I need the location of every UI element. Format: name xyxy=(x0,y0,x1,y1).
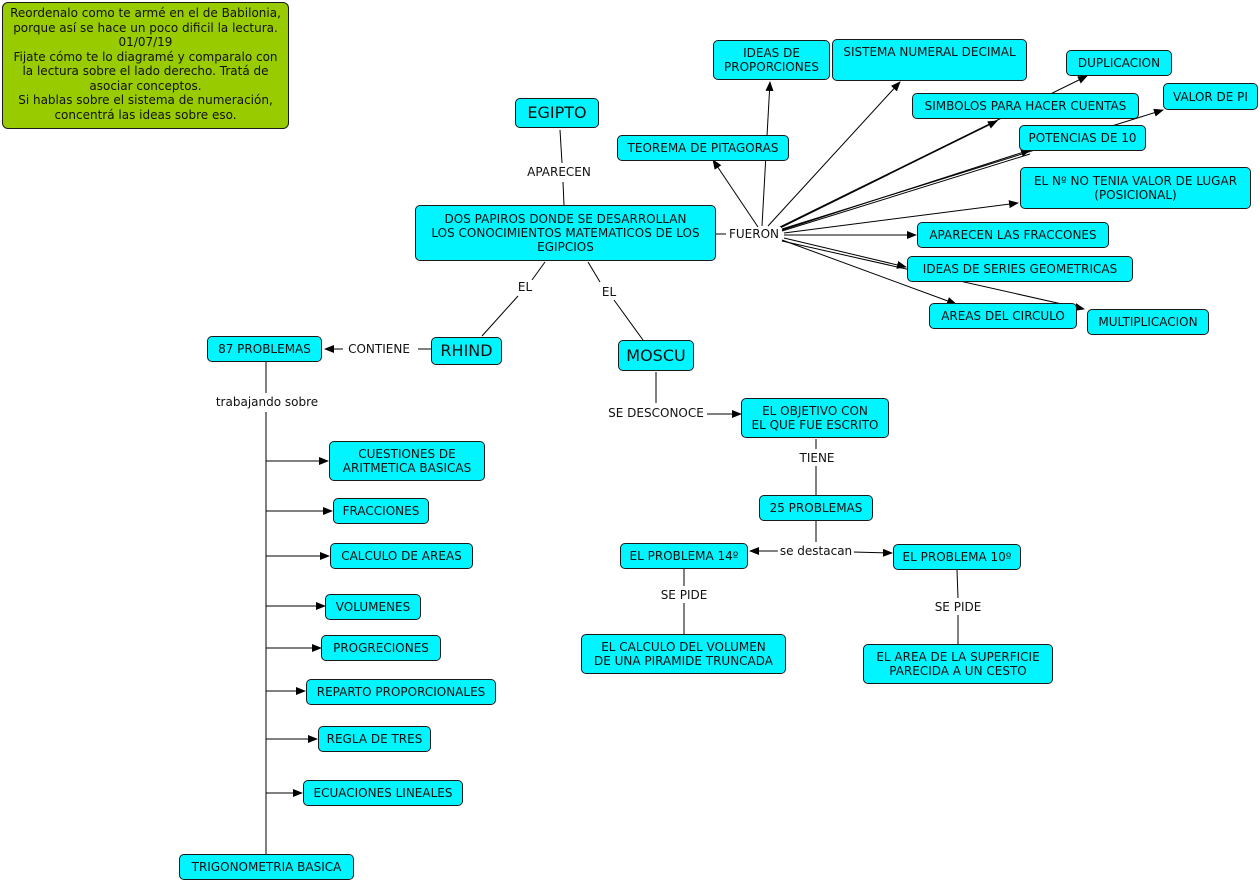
label-contiene: CONTIENE xyxy=(346,342,412,356)
label-el-left: EL xyxy=(515,280,535,294)
link-destacan-10 xyxy=(852,548,893,557)
label-fueron: FUERON xyxy=(726,227,782,241)
node-calculo-areas[interactable]: CALCULO DE AREAS xyxy=(330,543,473,569)
node-series[interactable]: IDEAS DE SERIES GEOMETRICAS xyxy=(907,256,1133,282)
node-ecuaciones[interactable]: ECUACIONES LINEALES xyxy=(303,780,463,806)
node-egipto[interactable]: EGIPTO xyxy=(515,98,599,128)
node-ideas-proporciones[interactable]: IDEAS DE PROPORCIONES xyxy=(713,40,830,80)
node-simbolos[interactable]: SIMBOLOS PARA HACER CUENTAS xyxy=(912,93,1139,119)
teacher-note: Reordenalo como te armé en el de Babilon… xyxy=(2,2,289,129)
node-25-problemas[interactable]: 25 PROBLEMAS xyxy=(759,495,873,521)
node-rhind[interactable]: RHIND xyxy=(431,337,502,365)
label-aparecen: APARECEN xyxy=(525,165,593,179)
label-se-pide-right: SE PIDE xyxy=(932,600,984,614)
node-papiros[interactable]: DOS PAPIROS DONDE SE DESARROLLAN LOS CON… xyxy=(415,205,716,261)
node-fracciones[interactable]: FRACCIONES xyxy=(333,498,429,524)
node-problema-14[interactable]: EL PROBLEMA 14º xyxy=(620,543,748,569)
link-egipto-aparecen xyxy=(559,129,563,164)
node-volumenes[interactable]: VOLUMENES xyxy=(325,594,421,620)
link-el-right-moscu xyxy=(613,299,644,341)
link-fueron-decimal xyxy=(767,81,901,227)
node-aritmetica[interactable]: CUESTIONES DE ARITMETICA BASICAS xyxy=(329,441,485,481)
node-duplicacion[interactable]: DUPLICACION xyxy=(1066,50,1172,76)
label-el-right: EL xyxy=(599,285,619,299)
node-cesto[interactable]: EL AREA DE LA SUPERFICIE PARECIDA A UN C… xyxy=(863,644,1053,684)
link-el-left-rhind xyxy=(481,295,519,337)
node-trigonometria[interactable]: TRIGONOMETRIA BASICA xyxy=(179,854,354,880)
label-tiene: TIENE xyxy=(797,451,837,465)
link-fueron-posicional xyxy=(783,200,1019,234)
link-fueron-pitagoras xyxy=(712,159,759,228)
link-papiros-el-left xyxy=(531,261,546,281)
link-fueron-circulo xyxy=(781,239,957,305)
node-sistema-decimal[interactable]: SISTEMA NUMERAL DECIMAL xyxy=(832,39,1027,81)
label-se-desconoce: SE DESCONOCE xyxy=(606,406,706,420)
node-reparto[interactable]: REPARTO PROPORCIONALES xyxy=(306,679,496,705)
node-piramide[interactable]: EL CALCULO DEL VOLUMEN DE UNA PIRAMIDE T… xyxy=(581,634,786,674)
node-progreciones[interactable]: PROGRECIONES xyxy=(321,635,441,661)
node-aparecen-fracciones[interactable]: APARECEN LAS FRACCONES xyxy=(917,222,1109,248)
node-87-problemas[interactable]: 87 PROBLEMAS xyxy=(207,336,322,362)
node-areas-circulo[interactable]: AREAS DEL CIRCULO xyxy=(929,303,1077,329)
node-pitagoras[interactable]: TEOREMA DE PITAGORAS xyxy=(617,135,789,161)
node-objetivo[interactable]: EL OBJETIVO CON EL QUE FUE ESCRITO xyxy=(741,398,889,438)
link-10-pide xyxy=(956,569,959,599)
node-regla-tres[interactable]: REGLA DE TRES xyxy=(318,726,431,752)
node-potencias[interactable]: POTENCIAS DE 10 xyxy=(1019,125,1146,151)
node-posicional[interactable]: EL Nº NO TENIA VALOR DE LUGAR (POSICIONA… xyxy=(1020,167,1251,209)
node-moscu[interactable]: MOSCU xyxy=(618,340,694,371)
link-papiros-el-right xyxy=(587,261,601,283)
node-problema-10[interactable]: EL PROBLEMA 10º xyxy=(893,544,1021,570)
node-valor-pi[interactable]: VALOR DE PI xyxy=(1163,83,1258,110)
node-multiplicacion[interactable]: MULTIPLICACION xyxy=(1087,309,1209,335)
link-fueron-series xyxy=(783,237,907,269)
link-fueron-simbolos xyxy=(779,120,998,229)
label-trabajando: trabajando sobre xyxy=(213,395,321,409)
link-aparecen-papiros xyxy=(562,181,565,206)
label-se-destacan: se destacan xyxy=(777,544,855,558)
label-se-pide-left: SE PIDE xyxy=(658,588,710,602)
link-fueron-potencias-2 xyxy=(781,153,1031,232)
link-fueron-potencias xyxy=(781,148,1031,231)
